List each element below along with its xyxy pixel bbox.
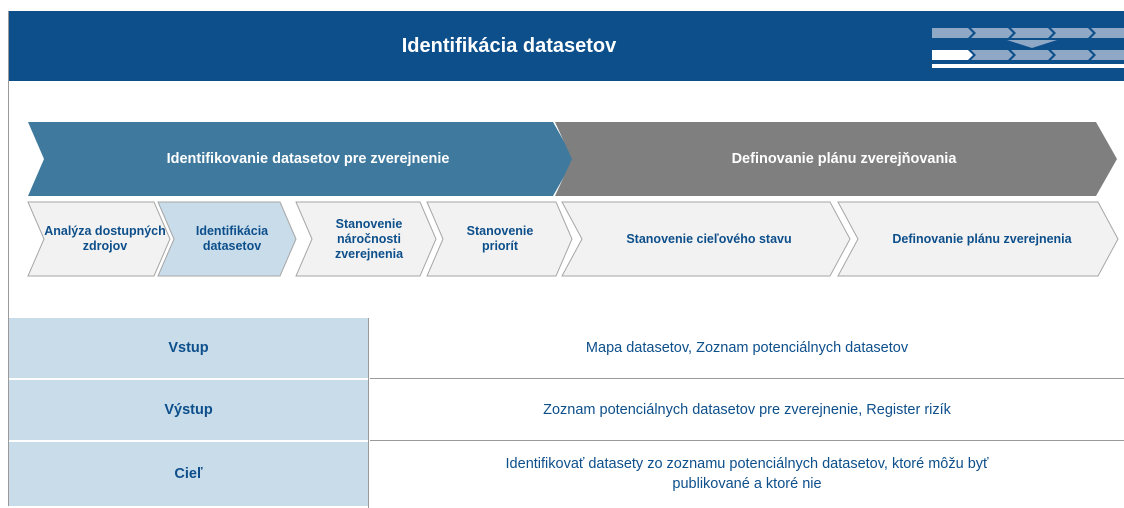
step-label-analyza: Analýza dostupných zdrojov — [44, 224, 166, 253]
table-row-vstup: Vstup Mapa datasetov, Zoznam potenciálny… — [9, 318, 1124, 378]
process-diagram — [27, 122, 1119, 277]
table-column-divider — [368, 318, 369, 508]
step-label-plan-zverejnenia: Definovanie plánu zverejnenia — [892, 231, 1072, 246]
page-title: Identifikácia datasetov — [401, 35, 617, 57]
table-row-divider — [370, 440, 1124, 441]
row-value-vystup: Zoznam potenciálnych datasetov pre zvere… — [370, 380, 1124, 440]
header-bar: Identifikácia datasetov — [9, 11, 1124, 81]
step-chevron-narocnost — [295, 201, 437, 277]
step-chevron-identifikacia — [157, 201, 297, 277]
step-chevron-plan-zverejnenia — [837, 201, 1119, 277]
step-chevron-cielovy-stav — [561, 201, 851, 277]
phase-label-planning: Definovanie plánu zverejňovania — [731, 151, 957, 167]
step-chevron-priority — [426, 201, 573, 277]
row-value-vstup: Mapa datasetov, Zoznam potenciálnych dat… — [370, 318, 1124, 378]
row-key-vstup: Vstup — [9, 318, 368, 378]
step-label-cielovy-stav: Stanovenie cieľového stavu — [626, 231, 792, 246]
row-key-ciel: Cieľ — [9, 442, 368, 506]
phase-label-identification: Identifikovanie datasetov pre zverejneni… — [166, 151, 450, 167]
table-row-ciel: Cieľ Identifikovať datasety zo zoznamu p… — [9, 442, 1124, 506]
table-row-vystup: Výstup Zoznam potenciálnych datasetov pr… — [9, 380, 1124, 440]
step-label-identifikacia: Identifikácia datasetov — [195, 224, 269, 253]
step-label-priority: Stanovenie priorít — [466, 224, 534, 253]
slide-frame — [8, 11, 1124, 506]
phase-chevron-identification — [28, 122, 574, 196]
phase-chevron-planning — [555, 122, 1117, 196]
process-chevrons-logo — [932, 28, 1124, 68]
row-value-ciel: Identifikovať datasety zo zoznamu potenc… — [370, 442, 1124, 506]
table-row-divider — [370, 378, 1124, 379]
step-chevron-analyza — [27, 201, 171, 277]
row-key-vystup: Výstup — [9, 380, 368, 440]
step-label-narocnost: Stanovenie náročnosti zverejnenia — [334, 216, 404, 261]
